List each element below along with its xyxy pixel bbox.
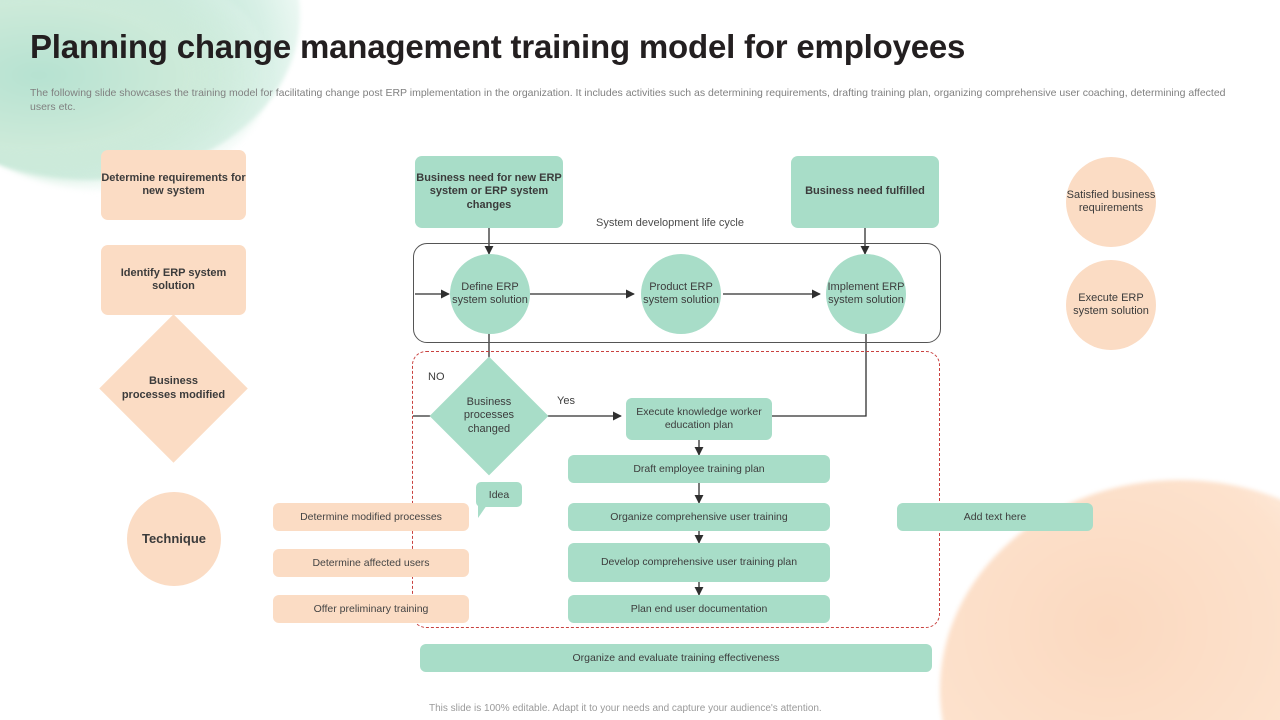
box-determine-requirements[interactable]: Determine requirements for new system — [101, 150, 246, 220]
callout-idea-tail — [478, 505, 487, 518]
bar-organize-comprehensive-user-training[interactable]: Organize comprehensive user training — [568, 503, 830, 531]
circle-define-erp-solution-label: Define ERP system solution — [452, 280, 528, 306]
bar-plan-end-user-documentation-label: Plan end user documentation — [630, 602, 768, 615]
sdlc-container — [413, 243, 941, 343]
diamond-business-processes-modified[interactable]: Business processes modified — [99, 314, 248, 463]
bar-determine-modified-processes[interactable]: Determine modified processes — [273, 503, 469, 531]
box-determine-requirements-label: Determine requirements for new system — [101, 171, 246, 197]
bar-offer-preliminary-training-label: Offer preliminary training — [313, 602, 429, 615]
circle-product-erp-solution[interactable]: Product ERP system solution — [641, 254, 721, 334]
bar-determine-affected-users[interactable]: Determine affected users — [273, 549, 469, 577]
diamond-business-processes-modified-label: Business processes modified — [121, 375, 226, 401]
circle-execute-erp-system-solution[interactable]: Execute ERP system solution — [1066, 260, 1156, 350]
bar-develop-comprehensive-user-training-plan-label: Develop comprehensive user training plan — [600, 556, 798, 569]
circle-execute-erp-system-solution-label: Execute ERP system solution — [1073, 291, 1149, 317]
bar-draft-employee-training-plan[interactable]: Draft employee training plan — [568, 455, 830, 483]
box-business-need-fulfilled[interactable]: Business need fulfilled — [791, 156, 939, 228]
box-business-need-label: Business need for new ERP system or ERP … — [416, 171, 562, 211]
circle-define-erp-solution[interactable]: Define ERP system solution — [450, 254, 530, 334]
circle-product-erp-solution-label: Product ERP system solution — [643, 280, 719, 306]
page-subtitle: The following slide showcases the traini… — [30, 87, 1226, 113]
box-identify-erp-solution-label: Identify ERP system solution — [120, 266, 227, 292]
sdlc-label: System development life cycle — [596, 217, 744, 229]
bar-organize-comprehensive-user-training-label: Organize comprehensive user training — [610, 510, 788, 523]
bar-add-text-here[interactable]: Add text here — [897, 503, 1093, 531]
callout-idea-label: Idea — [488, 488, 510, 501]
circle-implement-erp-solution-label: Implement ERP system solution — [827, 280, 905, 306]
slide-footer-note: This slide is 100% editable. Adapt it to… — [429, 703, 822, 714]
bar-develop-comprehensive-user-training-plan[interactable]: Develop comprehensive user training plan — [568, 543, 830, 582]
edge-label-no: NO — [428, 371, 445, 383]
bar-draft-employee-training-plan-label: Draft employee training plan — [633, 462, 765, 475]
box-business-need-fulfilled-label: Business need fulfilled — [805, 185, 925, 198]
callout-idea[interactable]: Idea — [476, 482, 522, 507]
circle-technique[interactable]: Technique — [127, 492, 221, 586]
diamond-business-processes-changed[interactable]: Business processes changed — [429, 356, 549, 476]
bar-offer-preliminary-training[interactable]: Offer preliminary training — [273, 595, 469, 623]
bar-organize-and-evaluate[interactable]: Organize and evaluate training effective… — [420, 644, 932, 672]
bar-organize-and-evaluate-label: Organize and evaluate training effective… — [572, 651, 780, 664]
circle-implement-erp-solution[interactable]: Implement ERP system solution — [826, 254, 906, 334]
bar-execute-knowledge-worker-education-plan[interactable]: Execute knowledge worker education plan — [626, 398, 772, 440]
box-business-need[interactable]: Business need for new ERP system or ERP … — [415, 156, 563, 228]
edge-label-yes: Yes — [557, 395, 575, 407]
change-management-dashed-container — [412, 351, 940, 628]
circle-technique-label: Technique — [141, 531, 207, 547]
bar-determine-modified-processes-label: Determine modified processes — [300, 510, 442, 523]
diamond-business-processes-changed-label: Business processes changed — [463, 395, 515, 435]
bar-add-text-here-label: Add text here — [963, 510, 1027, 523]
circle-satisfied-business-requirements[interactable]: Satisfied business requirements — [1066, 157, 1156, 247]
box-identify-erp-solution[interactable]: Identify ERP system solution — [101, 245, 246, 315]
bar-plan-end-user-documentation[interactable]: Plan end user documentation — [568, 595, 830, 623]
page-title: Planning change management training mode… — [30, 28, 966, 65]
bar-determine-affected-users-label: Determine affected users — [312, 556, 430, 569]
circle-satisfied-business-requirements-label: Satisfied business requirements — [1066, 188, 1156, 214]
bar-execute-knowledge-worker-education-plan-label: Execute knowledge worker education plan — [636, 406, 762, 431]
